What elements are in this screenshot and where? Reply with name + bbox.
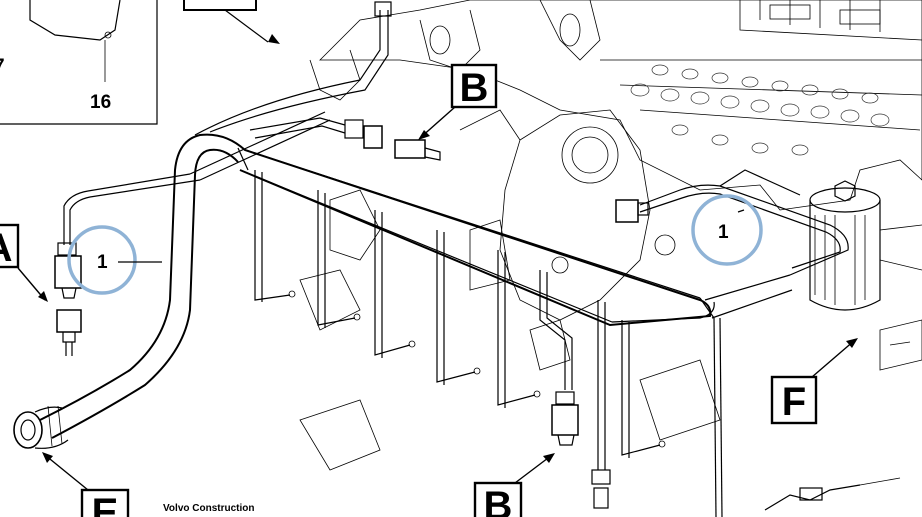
right-wire-loop	[615, 169, 849, 276]
harness-tube	[13, 133, 793, 449]
callout-b-bottom: B	[473, 453, 555, 517]
connector-b-top	[249, 117, 441, 161]
callout-letter-b-top: B	[460, 66, 489, 110]
marker-1-left: 1	[97, 252, 108, 273]
callout-b-top: B	[418, 63, 498, 140]
harness-drop-wires	[254, 170, 723, 517]
callout-e-bottom: E	[42, 452, 130, 517]
callout-letter-b-bottom: B	[484, 484, 513, 517]
brand-footer: Volvo Construction	[163, 503, 254, 514]
callout-f-right: F	[770, 338, 858, 425]
left-bracket	[299, 49, 721, 471]
lower-right-sensor	[764, 477, 901, 511]
inset-detail-box: 16 7	[0, 0, 158, 125]
highlight-circle-right	[691, 194, 763, 266]
valve-cover-rail	[739, 0, 922, 41]
callout-box-top-partial	[183, 0, 280, 44]
callout-letter-f: F	[782, 380, 806, 424]
highlight-circle-left	[67, 225, 137, 295]
timing-cover	[419, 0, 676, 321]
connector-bottom-center	[591, 469, 611, 509]
inset-label-16: 16	[90, 92, 111, 113]
callout-a-left: A	[0, 223, 48, 302]
inset-label-7: 7	[0, 56, 5, 77]
engine-block	[299, 0, 922, 511]
tube-end-connector	[13, 405, 69, 449]
callout-letter-a: A	[0, 226, 12, 270]
marker-1-right: 1	[718, 222, 729, 243]
connector-lower-middle	[551, 391, 579, 446]
left-sensor-wire	[54, 111, 331, 356]
oil-filter	[809, 180, 922, 371]
callout-letter-e: E	[92, 491, 119, 517]
block-bolt-holes	[630, 64, 890, 156]
upper-wire	[194, 1, 392, 136]
